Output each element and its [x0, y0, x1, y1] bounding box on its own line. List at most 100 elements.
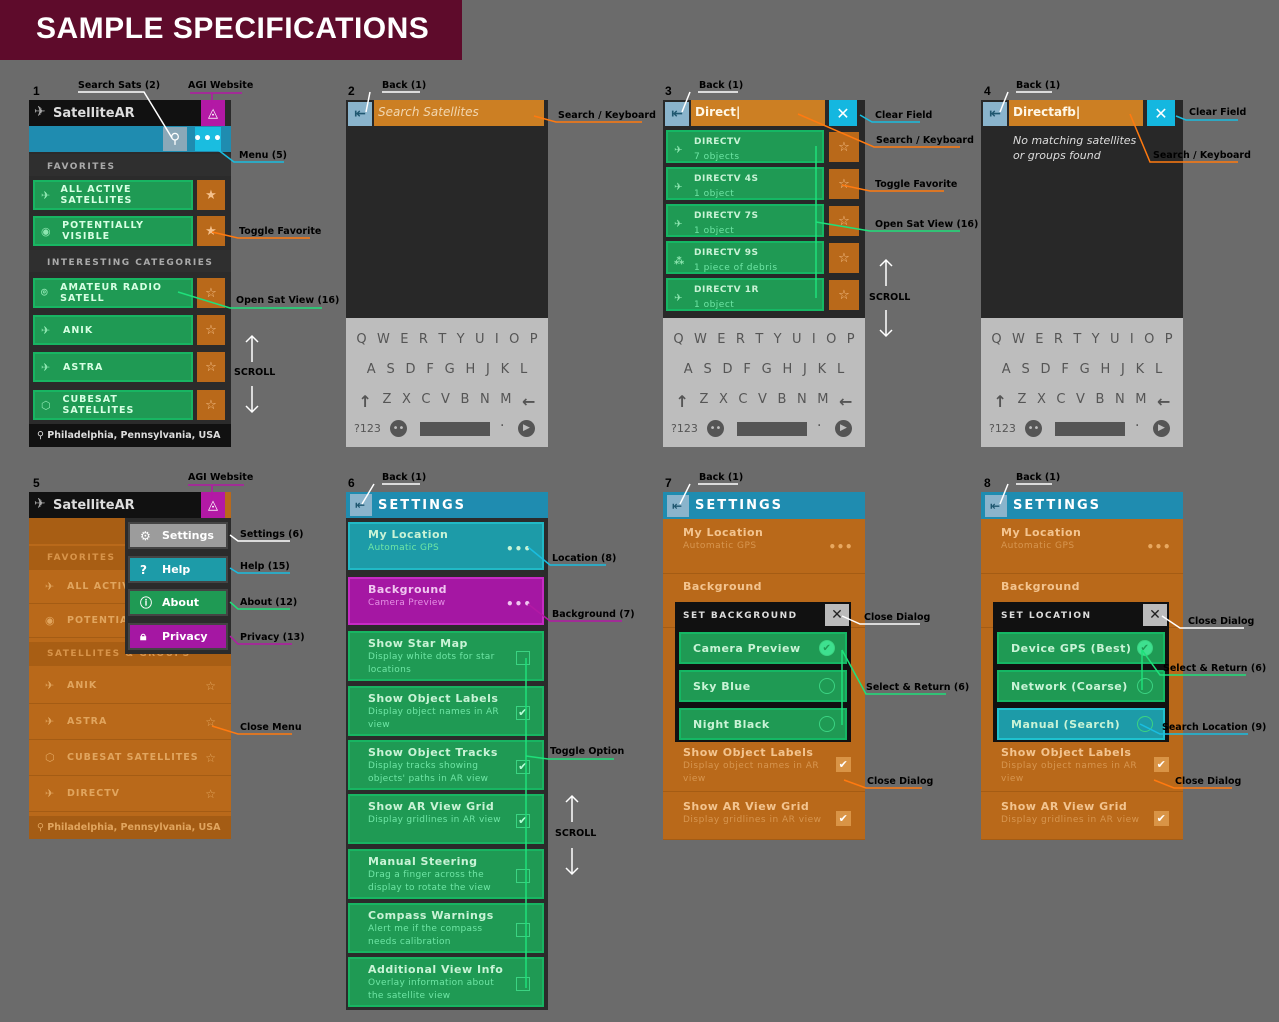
- favorite-star-button[interactable]: ☆: [829, 169, 859, 199]
- key[interactable]: S: [386, 362, 395, 377]
- menu-list-item[interactable]: ✈ASTRA☆: [29, 704, 231, 740]
- key[interactable]: C: [1056, 392, 1066, 407]
- list-item-all-active[interactable]: ✈ALL ACTIVE SATELLITES: [33, 180, 193, 210]
- checkbox-checked[interactable]: ✔: [1154, 811, 1169, 826]
- key[interactable]: M: [500, 392, 512, 407]
- star-outline-icon[interactable]: ☆: [205, 750, 217, 765]
- key[interactable]: H: [1100, 362, 1111, 377]
- dialog-option[interactable]: Camera Preview✔: [679, 632, 847, 664]
- key[interactable]: R: [1053, 332, 1063, 347]
- menu-privacy[interactable]: 🔒︎Privacy: [128, 623, 228, 650]
- symbols-key[interactable]: ?123: [354, 422, 381, 435]
- list-item-amateur-radio[interactable]: ⌾AMATEUR RADIO SATELL: [33, 278, 193, 308]
- menu-help[interactable]: ?Help: [128, 556, 228, 583]
- favorite-star-button[interactable]: ☆: [829, 132, 859, 162]
- key[interactable]: ←: [1157, 392, 1171, 411]
- key[interactable]: T: [438, 332, 447, 347]
- key[interactable]: W: [694, 332, 707, 347]
- key[interactable]: B: [1095, 392, 1105, 407]
- key[interactable]: M: [817, 392, 829, 407]
- list-item-astra[interactable]: ✈ASTRA: [33, 352, 193, 382]
- favorite-star-button[interactable]: ☆: [197, 315, 225, 345]
- key[interactable]: H: [782, 362, 793, 377]
- checkbox[interactable]: [516, 977, 530, 991]
- list-item-anik[interactable]: ✈ANIK: [33, 315, 193, 345]
- key[interactable]: U: [792, 332, 802, 347]
- emoji-key[interactable]: ••: [390, 420, 407, 437]
- emoji-key[interactable]: ••: [707, 420, 724, 437]
- back-button[interactable]: ⇤: [983, 102, 1007, 126]
- key[interactable]: X: [718, 392, 728, 407]
- list-item-cubesat[interactable]: ⬡CUBESAT SATELLITES: [33, 390, 193, 420]
- star-outline-icon[interactable]: ☆: [205, 678, 217, 693]
- symbols-key[interactable]: ?123: [989, 422, 1016, 435]
- key[interactable]: G: [761, 362, 772, 377]
- key[interactable]: S: [1021, 362, 1030, 377]
- checkbox-checked[interactable]: ✔: [516, 814, 530, 828]
- key[interactable]: A: [683, 362, 693, 377]
- key[interactable]: O: [1144, 332, 1155, 347]
- clear-field-button[interactable]: ✕: [829, 100, 857, 126]
- favorite-star-button[interactable]: ☆: [829, 280, 859, 310]
- close-dialog-button[interactable]: ✕: [825, 604, 849, 626]
- search-input[interactable]: Search Satellites: [374, 100, 544, 126]
- key[interactable]: W: [377, 332, 390, 347]
- key[interactable]: K: [1135, 362, 1145, 377]
- favorite-star-button[interactable]: ☆: [829, 243, 859, 273]
- period-key[interactable]: ·: [500, 418, 505, 434]
- key[interactable]: O: [826, 332, 837, 347]
- space-key[interactable]: [1055, 422, 1125, 436]
- key[interactable]: Z: [699, 392, 709, 407]
- key[interactable]: Z: [382, 392, 392, 407]
- clear-field-button[interactable]: ✕: [1147, 100, 1175, 126]
- favorite-star-button[interactable]: ☆: [197, 278, 225, 308]
- agi-website-button[interactable]: ◬: [201, 492, 225, 518]
- key[interactable]: B: [777, 392, 787, 407]
- key[interactable]: T: [755, 332, 764, 347]
- menu-list-item[interactable]: ⬡CUBESAT SATELLITES☆: [29, 740, 231, 776]
- key[interactable]: G: [444, 362, 455, 377]
- search-input[interactable]: Direct|: [691, 100, 825, 126]
- key[interactable]: P: [529, 332, 538, 347]
- key[interactable]: R: [735, 332, 745, 347]
- key[interactable]: D: [722, 362, 733, 377]
- back-button[interactable]: ⇤: [348, 102, 372, 126]
- location-footer[interactable]: ⚲ Philadelphia, Pennsylvania, USA: [29, 816, 231, 839]
- go-key[interactable]: ▶: [1153, 420, 1170, 437]
- key[interactable]: W: [1012, 332, 1025, 347]
- period-key[interactable]: ·: [1135, 418, 1140, 434]
- key[interactable]: ←: [522, 392, 536, 411]
- key[interactable]: X: [401, 392, 411, 407]
- key[interactable]: N: [1114, 392, 1125, 407]
- key[interactable]: E: [400, 332, 409, 347]
- key[interactable]: V: [1076, 392, 1085, 407]
- star-outline-icon[interactable]: ☆: [205, 714, 217, 729]
- go-key[interactable]: ▶: [518, 420, 535, 437]
- favorite-star-button[interactable]: ☆: [197, 352, 225, 382]
- menu-list-item[interactable]: ✈DIRECTV☆: [29, 776, 231, 812]
- key[interactable]: Q: [356, 332, 367, 347]
- dialog-option[interactable]: Device GPS (Best)✔: [997, 632, 1165, 664]
- key[interactable]: D: [1040, 362, 1051, 377]
- key[interactable]: Y: [1091, 332, 1100, 347]
- key[interactable]: D: [405, 362, 416, 377]
- key[interactable]: A: [1001, 362, 1011, 377]
- checkbox[interactable]: [516, 651, 530, 665]
- key[interactable]: I: [494, 332, 499, 347]
- key[interactable]: M: [1135, 392, 1147, 407]
- checkbox-checked[interactable]: ✔: [836, 811, 851, 826]
